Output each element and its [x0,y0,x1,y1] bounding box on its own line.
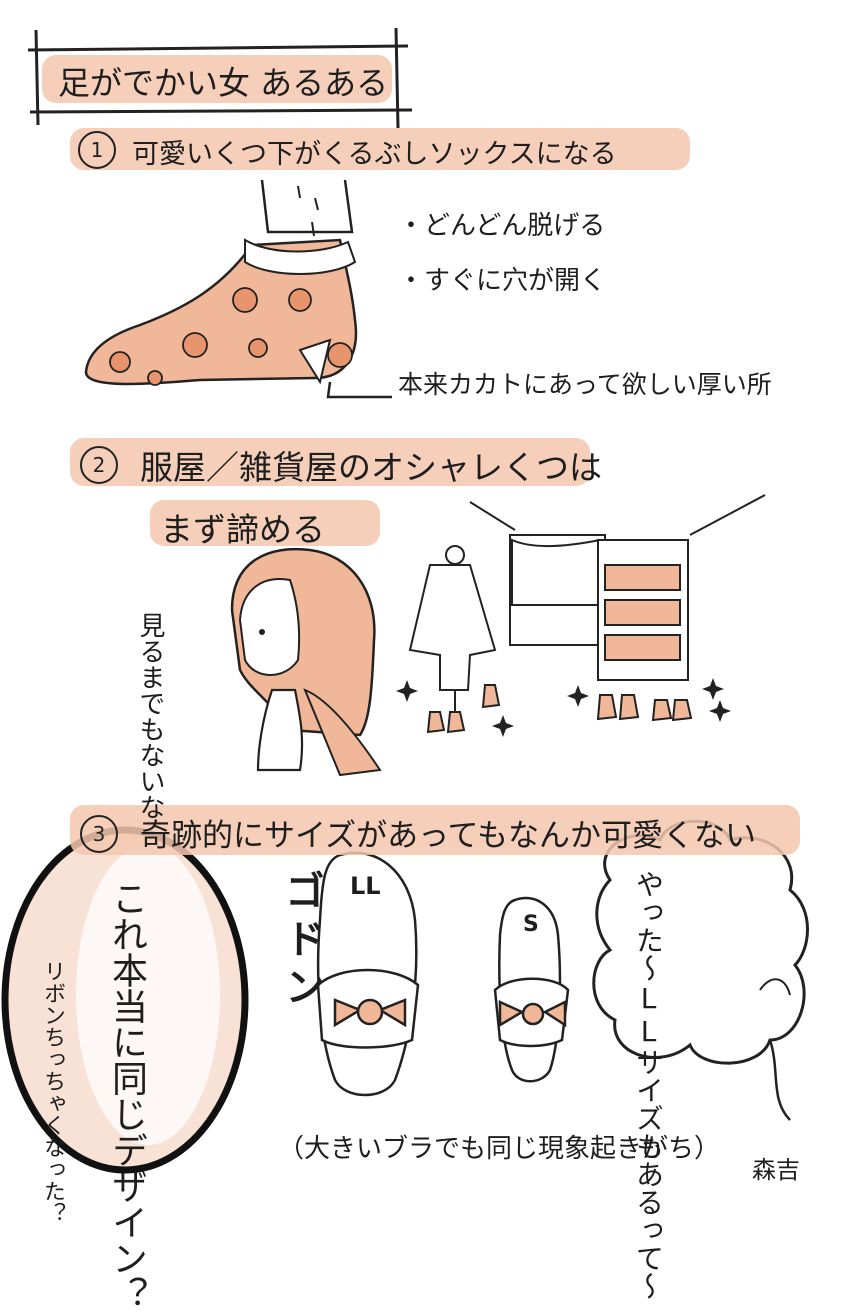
thought-text: やった〜LLサイズもあるって〜 [632,870,665,1300]
page-title: 足がでかい女 あるある [58,64,389,102]
item3-number: 3 [80,815,118,853]
footnote: （大きいブラでも同じ現象起きがち） [278,1134,721,1164]
sound-effect: ゴドン [278,870,324,1014]
sparkles [396,678,731,737]
signature: 森吉 [752,1156,800,1184]
item2-number: 2 [80,446,118,484]
illustration-canvas [1,27,809,1174]
item1-number: 1 [78,131,116,169]
item1-bullet-2: ・すぐに穴が開く [398,266,607,296]
circle-main-text: これ本当に同じデザイン？ [106,880,147,1312]
item2-highlight [70,438,590,486]
title-frame [27,27,413,129]
sandal-large [316,851,420,1097]
girl-thought-text: 見るまでもないな [135,612,165,820]
item1-heading: 可愛いくつ下がくるぶしソックスになる [132,139,617,170]
item2-heading-2: まず諦める [160,510,325,549]
thought-cloud [592,819,809,1121]
title-highlight [42,55,392,103]
item1-highlight [70,128,690,170]
sandal-small [493,896,570,1083]
item3-highlight [70,805,800,855]
shop-illustration [408,494,766,734]
item2-highlight-2 [150,500,380,546]
foot-illustration [84,179,392,399]
item1-bullet-1: ・どんどん脱げる [398,211,606,241]
size-label-large: LL [350,872,381,900]
item2-heading: 服屋／雑貨屋のオシャレくつは [140,448,602,487]
size-label-small: S [523,912,539,937]
big-speech-ellipse [1,826,249,1174]
circle-side-text: リボンちっちゃくなった？ [40,960,65,1224]
item3-heading: 奇跡的にサイズがあってもなんか可愛くない [140,818,756,854]
item1-callout: 本来カカトにあって欲しい厚い所 [398,370,772,399]
girl-illustration [230,547,382,777]
